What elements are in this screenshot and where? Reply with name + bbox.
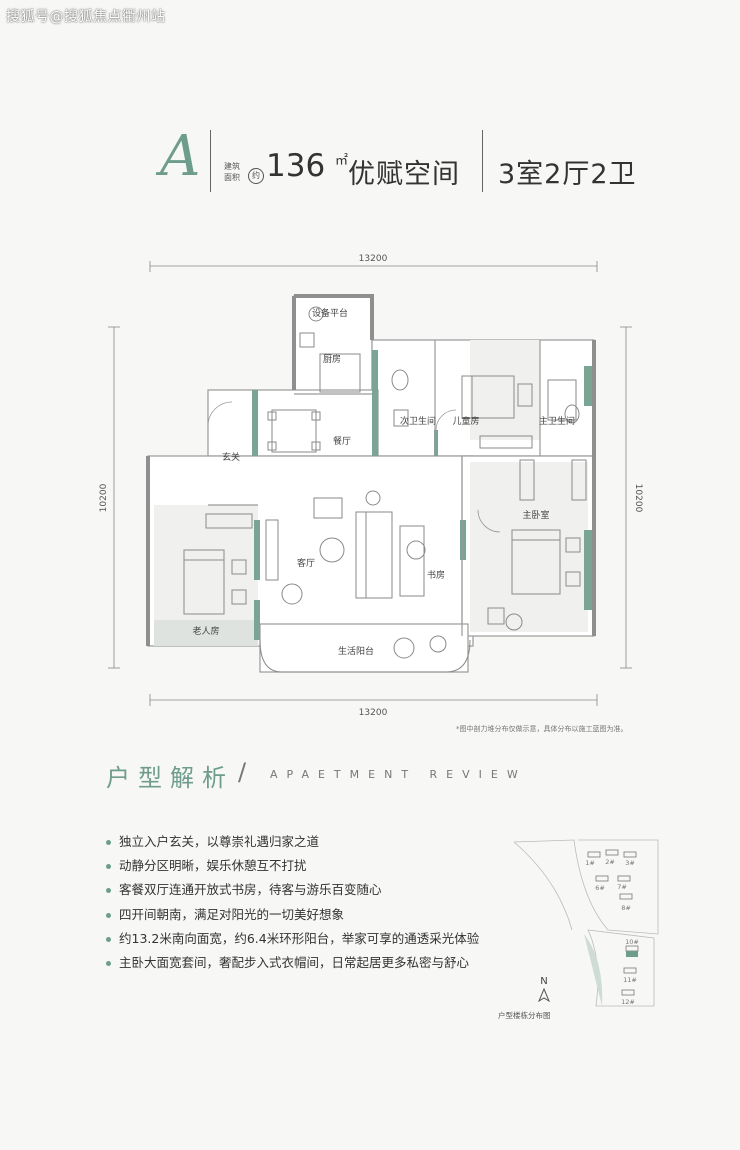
list-item: 客餐双厅连通开放式书房，待客与游乐百变随心 — [106, 878, 479, 902]
site-map: 1# 2# 3# 6# 7# 8# 10# 11# 12# — [513, 839, 659, 1007]
building-label: 10# — [625, 938, 639, 946]
label-foyer: 玄关 — [222, 451, 240, 463]
slogan: 优赋空间 — [348, 159, 460, 190]
building-label: 8# — [621, 904, 631, 912]
list-item: 四开间朝南，满足对阳光的一切美好想象 — [106, 903, 479, 927]
north-arrow-icon — [537, 987, 551, 1003]
divider — [482, 130, 483, 192]
dim-bottom: 13200 — [359, 708, 388, 718]
section-slash: / — [238, 758, 247, 786]
list-item: 约13.2米南向面宽，约6.4米环形阳台，举家可享的通透采光体验 — [106, 927, 479, 951]
building-label: 2# — [605, 858, 615, 866]
list-item: 主卧大面宽套间，奢配步入式衣帽间，日常起居更多私密与舒心 — [106, 951, 479, 975]
dim-left: 10200 — [99, 483, 109, 512]
label-master-bed: 主卧室 — [522, 509, 549, 521]
area-label-2: 面积 — [224, 173, 240, 182]
area-label-1: 建筑 — [224, 162, 240, 171]
feature-list: 独立入户玄关，以尊崇礼遇归家之道 动静分区明晰，娱乐休憩互不打扰 客餐双厅连通开… — [106, 830, 479, 975]
building-label: 6# — [595, 884, 605, 892]
compass: N — [537, 976, 551, 1006]
label-dining: 餐厅 — [333, 435, 351, 447]
building-label: 7# — [617, 883, 627, 891]
type-letter: A — [160, 124, 201, 189]
floor-plan: 13200 13200 10200 10200 — [99, 254, 643, 718]
building-label: 12# — [621, 998, 635, 1006]
plan-note: *图中剖力堆分布仅做示意，具体分布以施工蓝图为准。 — [456, 725, 628, 733]
list-item: 独立入户玄关，以尊崇礼遇归家之道 — [106, 830, 479, 854]
header: A 建筑 面积 约 136 ㎡ 优赋空间 3室2厅2卫 — [0, 124, 740, 200]
label-study: 书房 — [427, 569, 445, 581]
watermark: 搜狐号@搜狐焦点衢州站 — [6, 9, 166, 25]
building-label: 1# — [585, 859, 595, 867]
site-map-caption: 户型楼栋分布图 — [498, 1011, 551, 1020]
room-count: 3室2厅2卫 — [498, 159, 637, 190]
label-balcony: 生活阳台 — [338, 645, 374, 657]
label-kitchen: 厨房 — [323, 353, 341, 365]
section-subtitle: APAETMENT REVIEW — [270, 768, 527, 781]
label-equipment: 设备平台 — [312, 307, 348, 319]
label-kids-room: 儿童房 — [452, 415, 479, 427]
dim-top: 13200 — [359, 254, 388, 264]
label-living: 客厅 — [297, 557, 315, 569]
building-label: 11# — [623, 976, 637, 984]
area-value: 136 ㎡ — [266, 148, 349, 184]
divider — [210, 130, 211, 192]
section-title: 户型解析 — [106, 764, 234, 792]
label-master-bath: 主卫生间 — [539, 415, 575, 427]
list-item: 动静分区明晰，娱乐休憩互不打扰 — [106, 854, 479, 878]
dimension-lines — [108, 261, 632, 706]
compass-north: N — [540, 976, 548, 987]
building-label: 3# — [625, 859, 635, 867]
dim-right: 10200 — [633, 484, 643, 513]
label-elder-room: 老人房 — [192, 625, 219, 637]
label-second-bath: 次卫生间 — [400, 415, 436, 427]
approx-badge: 约 — [248, 168, 264, 184]
